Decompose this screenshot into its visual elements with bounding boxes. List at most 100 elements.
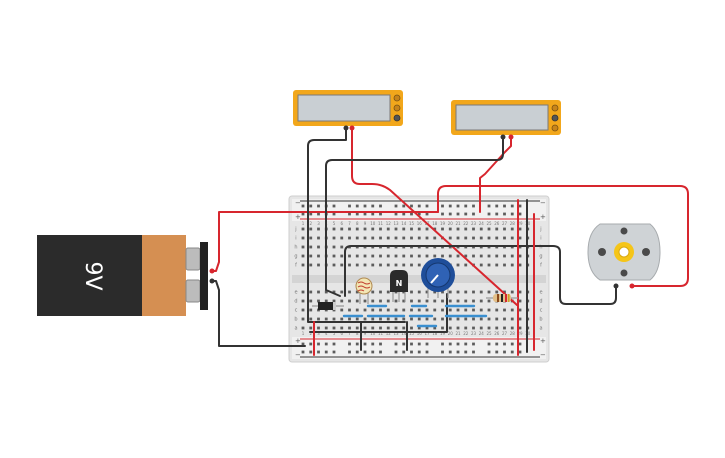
breadboard-hole[interactable]	[340, 326, 344, 330]
breadboard-hole[interactable]	[495, 290, 499, 294]
breadboard-hole[interactable]	[487, 326, 491, 330]
breadboard-hole[interactable]	[518, 236, 522, 240]
breadboard-hole[interactable]	[386, 290, 390, 294]
breadboard-hole[interactable]	[317, 245, 320, 249]
breadboard-hole[interactable]	[456, 342, 460, 346]
breadboard-hole[interactable]	[371, 227, 375, 231]
breadboard-hole[interactable]	[324, 326, 328, 330]
breadboard-hole[interactable]	[348, 236, 351, 240]
breadboard-hole[interactable]	[309, 236, 313, 240]
wire-left-meter-positive[interactable]	[351, 127, 518, 306]
breadboard-hole[interactable]	[363, 326, 367, 330]
breadboard-hole[interactable]	[518, 227, 522, 231]
breadboard-hole[interactable]	[410, 342, 413, 346]
breadboard-hole[interactable]	[448, 236, 452, 240]
breadboard-hole[interactable]	[340, 263, 344, 267]
breadboard-hole[interactable]	[487, 350, 491, 354]
breadboard-hole[interactable]	[309, 290, 313, 294]
breadboard-hole[interactable]	[495, 317, 499, 321]
breadboard-hole[interactable]	[317, 299, 320, 303]
breadboard-hole[interactable]	[425, 326, 429, 330]
breadboard-hole[interactable]	[425, 290, 429, 294]
breadboard-hole[interactable]	[495, 308, 499, 312]
breadboard-hole[interactable]	[402, 204, 406, 208]
breadboard-hole[interactable]	[417, 299, 421, 303]
breadboard-hole[interactable]	[317, 342, 320, 346]
breadboard-hole[interactable]	[433, 299, 437, 303]
breadboard-hole[interactable]	[324, 342, 328, 346]
breadboard-hole[interactable]	[448, 299, 452, 303]
breadboard-hole[interactable]	[332, 236, 336, 240]
breadboard-hole[interactable]	[309, 227, 313, 231]
breadboard-hole[interactable]	[332, 227, 336, 231]
breadboard-hole[interactable]	[348, 263, 351, 267]
breadboard-hole[interactable]	[479, 326, 483, 330]
breadboard-hole[interactable]	[402, 326, 406, 330]
breadboard-hole[interactable]	[379, 308, 382, 312]
breadboard-hole[interactable]	[355, 326, 359, 330]
breadboard-hole[interactable]	[503, 350, 506, 354]
breadboard-hole[interactable]	[309, 308, 313, 312]
breadboard-hole[interactable]	[518, 299, 522, 303]
breadboard-hole[interactable]	[510, 326, 514, 330]
breadboard-hole[interactable]	[456, 350, 460, 354]
breadboard-hole[interactable]	[495, 204, 499, 208]
breadboard-hole[interactable]	[348, 308, 351, 312]
breadboard-hole[interactable]	[394, 236, 398, 240]
breadboard-hole[interactable]	[301, 236, 305, 240]
breadboard-hole[interactable]	[379, 263, 382, 267]
breadboard-hole[interactable]	[363, 308, 367, 312]
breadboard-hole[interactable]	[371, 308, 375, 312]
breadboard-hole[interactable]	[340, 227, 344, 231]
breadboard-hole[interactable]	[309, 254, 313, 258]
breadboard-hole[interactable]	[510, 317, 514, 321]
breadboard-hole[interactable]	[495, 342, 499, 346]
breadboard-hole[interactable]	[433, 308, 437, 312]
breadboard-hole[interactable]	[340, 245, 344, 249]
breadboard-hole[interactable]	[301, 290, 305, 294]
breadboard-hole[interactable]	[371, 204, 375, 208]
breadboard-hole[interactable]	[386, 308, 390, 312]
breadboard-hole[interactable]	[371, 263, 375, 267]
transistor[interactable]: N	[390, 270, 408, 302]
breadboard-hole[interactable]	[363, 263, 367, 267]
breadboard-hole[interactable]	[479, 299, 483, 303]
breadboard-hole[interactable]	[448, 254, 452, 258]
breadboard-hole[interactable]	[371, 236, 375, 240]
breadboard-hole[interactable]	[324, 350, 328, 354]
breadboard-hole[interactable]	[394, 342, 398, 346]
breadboard-hole[interactable]	[425, 308, 429, 312]
breadboard-hole[interactable]	[456, 212, 460, 216]
breadboard-hole[interactable]	[301, 204, 305, 208]
breadboard-hole[interactable]	[495, 236, 499, 240]
breadboard-hole[interactable]	[479, 254, 483, 258]
breadboard-hole[interactable]	[386, 317, 390, 321]
probe-terminal-negative[interactable]	[500, 134, 506, 140]
breadboard-hole[interactable]	[410, 308, 413, 312]
breadboard-hole[interactable]	[355, 342, 359, 346]
breadboard-hole[interactable]	[301, 212, 305, 216]
breadboard-hole[interactable]	[433, 236, 437, 240]
dial-button[interactable]	[551, 124, 559, 132]
breadboard-hole[interactable]	[518, 263, 522, 267]
breadboard-hole[interactable]	[394, 308, 398, 312]
breadboard-hole[interactable]	[518, 308, 522, 312]
breadboard-hole[interactable]	[472, 204, 475, 208]
wire-battery-positive[interactable]	[211, 211, 439, 272]
breadboard-hole[interactable]	[363, 254, 367, 258]
breadboard-hole[interactable]	[410, 350, 413, 354]
breadboard-hole[interactable]	[425, 254, 429, 258]
breadboard-hole[interactable]	[472, 342, 475, 346]
breadboard-hole[interactable]	[503, 326, 506, 330]
breadboard-hole[interactable]	[309, 299, 313, 303]
breadboard-hole[interactable]	[464, 308, 468, 312]
breadboard-hole[interactable]	[510, 290, 514, 294]
breadboard-hole[interactable]	[340, 308, 344, 312]
breadboard-hole[interactable]	[487, 212, 491, 216]
breadboard-hole[interactable]	[379, 227, 382, 231]
breadboard-hole[interactable]	[301, 308, 305, 312]
breadboard-hole[interactable]	[472, 299, 475, 303]
breadboard-hole[interactable]	[410, 263, 413, 267]
breadboard-hole[interactable]	[441, 350, 444, 354]
